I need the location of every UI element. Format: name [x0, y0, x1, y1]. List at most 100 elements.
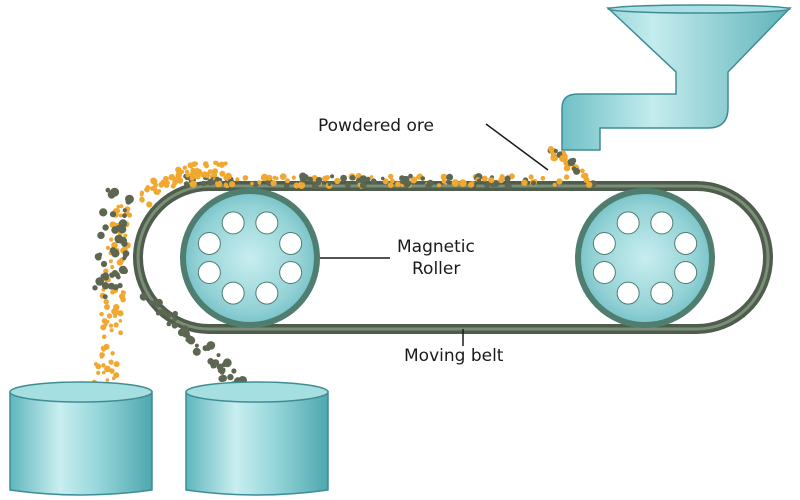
ore-particle [150, 178, 158, 185]
ore-particle [219, 374, 227, 382]
ore-particle [93, 362, 98, 367]
ore-particle [559, 154, 567, 163]
powdered-ore-label: Powdered ore [318, 116, 434, 136]
ore-particle [504, 182, 512, 190]
ore-particle [580, 173, 586, 179]
ore-particle [115, 274, 121, 280]
ore-particle [117, 310, 124, 317]
ore-particle [408, 173, 413, 179]
ore-particle [567, 158, 576, 167]
ore-particle [109, 328, 114, 333]
ore-particle [366, 176, 371, 182]
roller-hole [221, 281, 245, 305]
ore-particle [212, 168, 218, 175]
ore-particle [330, 174, 335, 179]
ore-particle [215, 176, 220, 182]
ore-particle [152, 186, 157, 191]
ore-particle [155, 311, 161, 316]
ore-particle [99, 208, 108, 217]
ore-particle [113, 304, 120, 311]
ore-particle [202, 161, 209, 167]
roller-hole [616, 211, 640, 235]
ore-particle [194, 161, 199, 166]
ore-particle [182, 165, 187, 170]
ore-particle [102, 224, 109, 231]
ore-particle [283, 183, 290, 189]
ore-particle [99, 352, 105, 358]
ore-particle [192, 347, 201, 356]
ore-particle [540, 175, 546, 181]
roller-hole [221, 211, 245, 235]
roller-hole [674, 261, 698, 285]
ore-particle [100, 345, 106, 351]
moving-belt [133, 181, 773, 334]
ore-particle [521, 179, 528, 186]
ore-particle [382, 178, 389, 185]
ore-particle [440, 173, 448, 181]
ore-particle [166, 321, 172, 327]
ore-particle [416, 174, 421, 180]
ore-particle [92, 285, 98, 291]
ore-particle [111, 226, 119, 234]
ore-particle [103, 268, 109, 274]
ore-particle [118, 330, 123, 336]
ore-particle [99, 311, 104, 317]
ore-particle [101, 282, 110, 290]
ore-particle [388, 173, 394, 180]
ore-particle [252, 180, 259, 188]
ore-particle [109, 211, 117, 218]
ore-particle [110, 187, 120, 197]
roller-hole [616, 281, 640, 305]
roller-hole [650, 211, 674, 235]
ore-particle [270, 180, 277, 187]
ore-particle [139, 196, 145, 202]
ore-particle [231, 368, 237, 374]
ore-particle [206, 346, 211, 351]
ore-particle [380, 176, 385, 181]
ore-particle [119, 204, 124, 209]
ore-particle [200, 180, 207, 187]
ore-particle [359, 182, 367, 189]
ore-particle [96, 370, 101, 375]
ore-particle [200, 172, 206, 178]
roller-hole [592, 261, 616, 285]
roller-hole [279, 261, 303, 285]
ore-particle [158, 181, 165, 188]
ore-particle [235, 177, 240, 182]
roller-hole [592, 231, 616, 255]
roller-hole [255, 281, 279, 305]
ore-particle [105, 378, 110, 382]
ore-particle [111, 242, 118, 249]
ore-particle [459, 179, 467, 187]
ore-particle [113, 314, 117, 318]
ore-particle [586, 181, 593, 188]
ore-particle [498, 177, 505, 184]
ore-particle [113, 322, 119, 328]
ore-particle [297, 181, 306, 189]
ore-particle [260, 173, 269, 182]
ore-particle [165, 180, 170, 185]
ore-particle [122, 213, 127, 219]
ore-particle [344, 182, 351, 188]
ore-particle [101, 334, 107, 340]
ore-particle [563, 174, 570, 180]
roller-hole [279, 231, 303, 255]
ore-particle [109, 272, 115, 278]
ore-particle [116, 204, 121, 209]
ore-particle [410, 176, 418, 184]
ore-particle [250, 181, 254, 186]
ore-particle [427, 179, 434, 187]
ore-particle [291, 175, 296, 180]
ore-particle [97, 252, 103, 257]
ore-particle [257, 180, 262, 185]
ore-particle [182, 330, 190, 338]
right-roller [575, 188, 715, 328]
ore-particle [166, 312, 172, 318]
ore-particle [118, 213, 123, 218]
ore-particle [207, 178, 215, 186]
ore-particle [95, 277, 104, 286]
ore-particle [170, 183, 176, 189]
ore-particle [316, 176, 323, 184]
ore-particle [441, 179, 447, 184]
